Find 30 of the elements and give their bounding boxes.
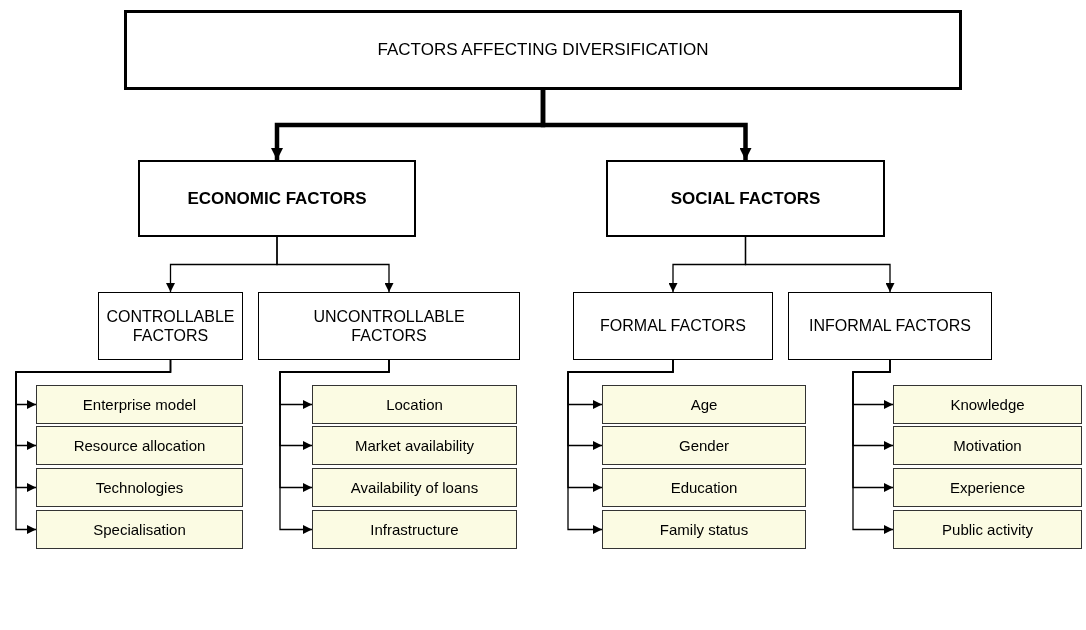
factor-box: Experience (893, 468, 1082, 507)
factor-box: Infrastructure (312, 510, 517, 549)
factor-box: Market availability (312, 426, 517, 465)
category-box: ECONOMIC FACTORS (138, 160, 416, 237)
factor-box: Motivation (893, 426, 1082, 465)
factor-box: Gender (602, 426, 806, 465)
arrow (279, 359, 390, 534)
factor-box: Education (602, 468, 806, 507)
factor-box: Technologies (36, 468, 243, 507)
arrow (567, 359, 674, 534)
factor-box: Availability of loans (312, 468, 517, 507)
factor-box: Family status (602, 510, 806, 549)
subcategory-box: UNCONTROLLABLE FACTORS (258, 292, 520, 360)
factor-box: Public activity (893, 510, 1082, 549)
factor-box: Specialisation (36, 510, 243, 549)
factor-box: Location (312, 385, 517, 424)
factor-box: Enterprise model (36, 385, 243, 424)
factor-box: Knowledge (893, 385, 1082, 424)
arrow (852, 359, 894, 534)
arrow (540, 90, 752, 160)
subcategory-box: CONTROLLABLE FACTORS (98, 292, 243, 360)
arrow (15, 359, 172, 534)
factor-box: Resource allocation (36, 426, 243, 465)
category-box: SOCIAL FACTORS (606, 160, 885, 237)
subcategory-box: FORMAL FACTORS (573, 292, 773, 360)
arrow (744, 236, 895, 293)
subcategory-box: INFORMAL FACTORS (788, 292, 992, 360)
factor-box: Age (602, 385, 806, 424)
arrow (276, 236, 394, 293)
title-box: FACTORS AFFECTING DIVERSIFICATION (124, 10, 962, 90)
